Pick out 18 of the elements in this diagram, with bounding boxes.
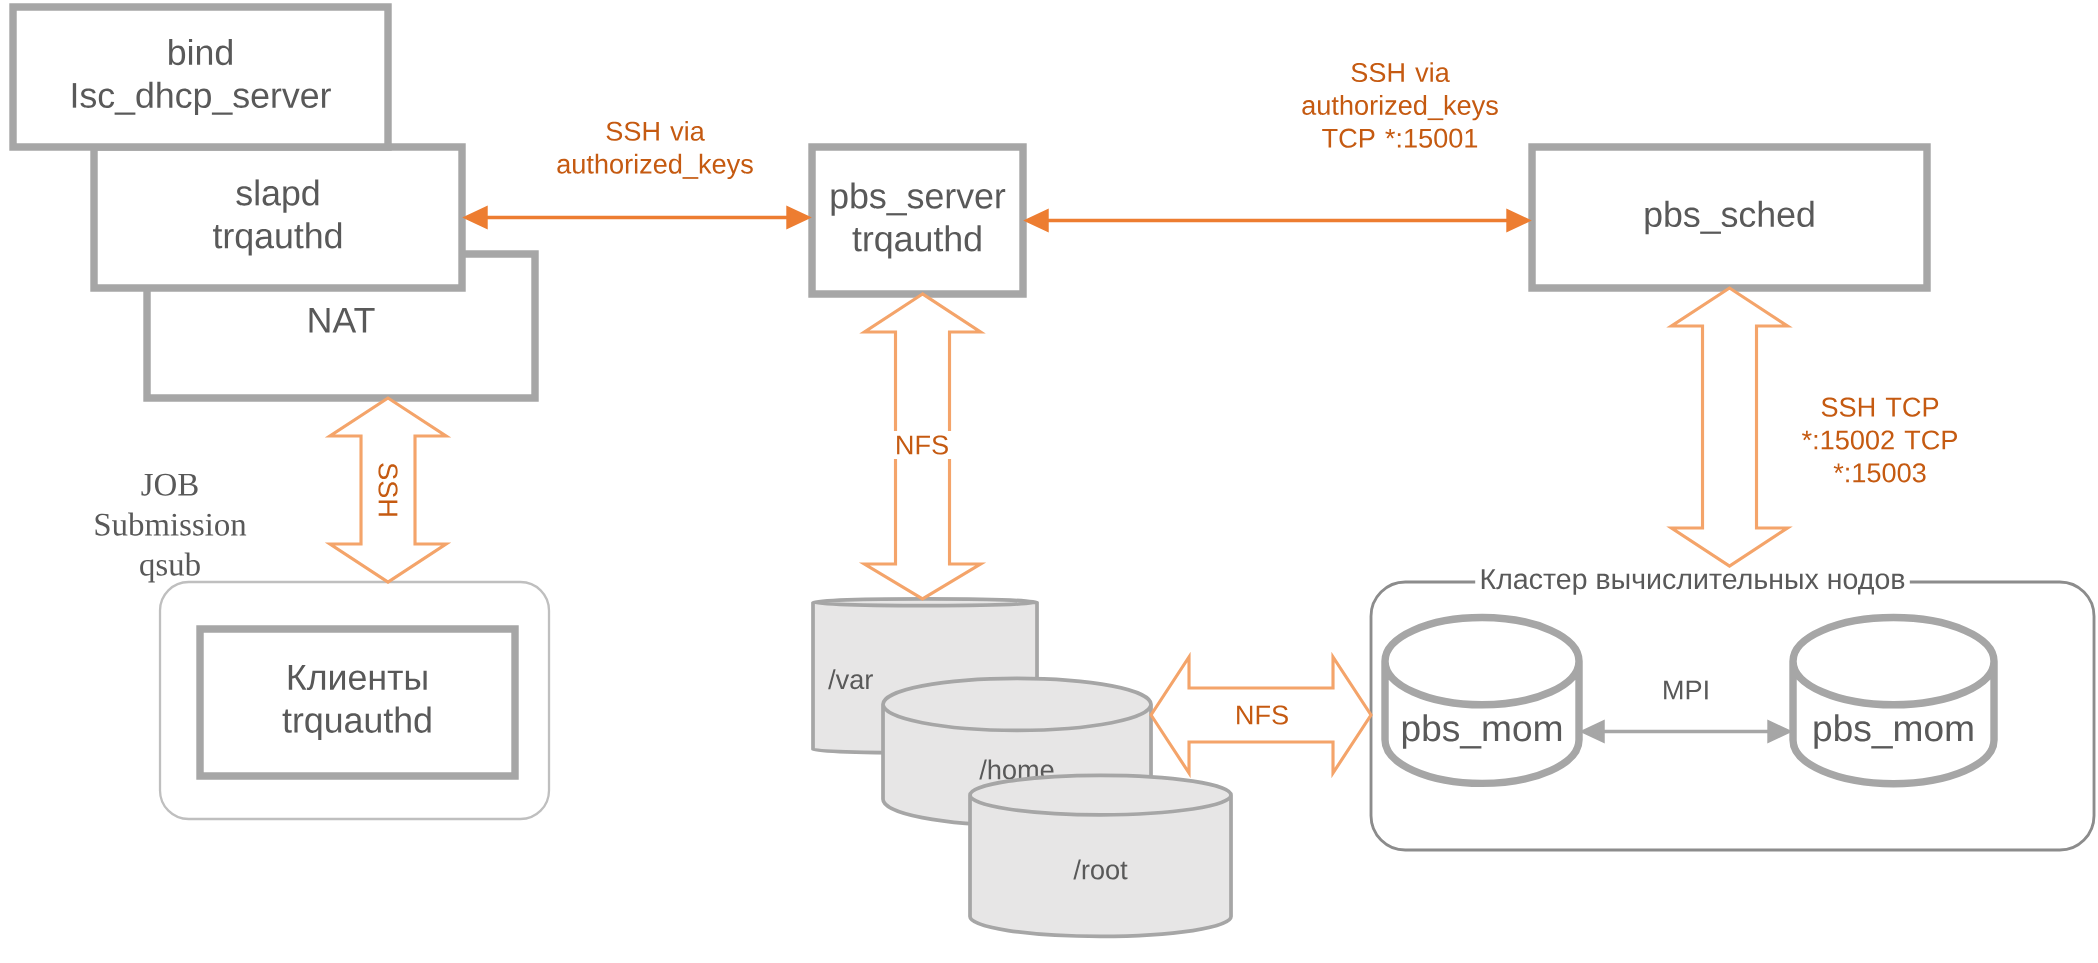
node-cylinder: pbs_mom <box>1381 613 1583 788</box>
edge-label: SSH via authorized_keys TCP *:15001 <box>1278 57 1522 153</box>
edge-label: SSH via authorized_keys <box>533 116 777 184</box>
service-box: pbs_sched <box>1528 143 1931 292</box>
edge-label: MPI <box>1657 676 1715 704</box>
edge-label: NFS <box>890 431 954 459</box>
service-box: slapd trqauthd <box>90 143 466 292</box>
client-box: Клиенты trquauthd <box>196 625 519 780</box>
node-cylinder: pbs_mom <box>1789 613 1998 788</box>
side-note: JOB Submission qsub <box>95 473 247 583</box>
edge-label: SSH <box>374 457 402 523</box>
edge-label: NFS <box>1230 701 1294 729</box>
service-box: pbs_server trqauthd <box>808 143 1027 298</box>
service-box: bind Isc_dhcp_server <box>9 3 392 151</box>
block-arrow <box>858 292 987 601</box>
frame-heading: Кластер вычислительных нодов <box>1475 564 1910 600</box>
block-arrow <box>1666 286 1793 568</box>
edge-label: SSH TCP *:15002 TCP *:15003 <box>1790 393 1970 487</box>
